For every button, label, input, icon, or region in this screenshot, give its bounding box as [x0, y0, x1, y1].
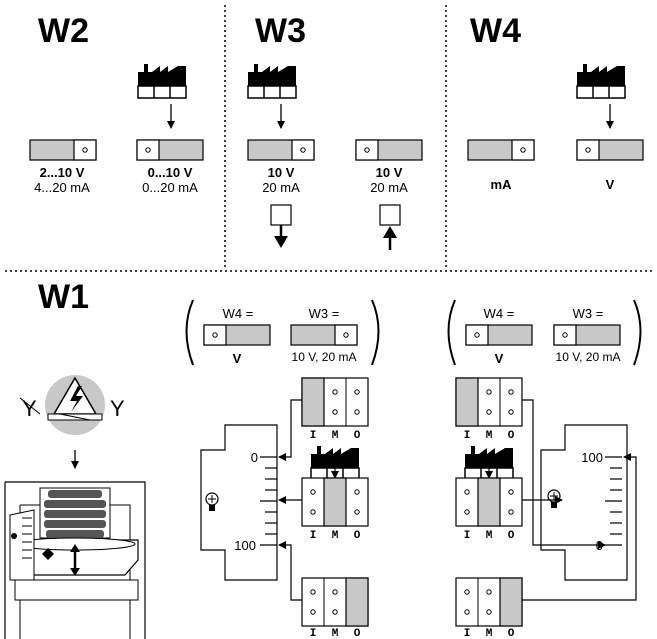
- w2-title: W2: [38, 12, 89, 50]
- right-w3-label: W3 =: [573, 306, 604, 321]
- output-box: [270, 204, 292, 226]
- left-w4-label: W4 =: [223, 306, 254, 321]
- pusher-icon: [576, 63, 626, 99]
- left-mid-imo-o: O: [354, 530, 361, 542]
- w2-switch-a: [29, 139, 97, 161]
- right-connections: [522, 399, 637, 601]
- w2-switch-b-line2: 0...20 mA: [142, 180, 198, 195]
- w3-switch-a-line2: 20 mA: [262, 180, 300, 195]
- w2-switch-a-line2: 4...20 mA: [34, 180, 90, 195]
- pusher-icon: [247, 63, 297, 99]
- right-top-imo-i: I: [464, 430, 471, 442]
- right-top-imo-o: O: [508, 430, 515, 442]
- left-mid-imo-i: I: [310, 530, 317, 542]
- left-bottom-imo-o: O: [354, 628, 361, 639]
- arrow-down-icon: [274, 236, 288, 248]
- left-top-imo-m: M: [332, 430, 339, 442]
- left-w3-switch: [290, 324, 358, 346]
- right-w4-switch: [465, 324, 533, 346]
- right-bottom-imo-m: M: [486, 628, 493, 639]
- right-mid-imo-m: M: [486, 530, 493, 542]
- w4-title: W4: [470, 12, 521, 50]
- w2-switch-b: [136, 139, 204, 161]
- right-w3-switch: [553, 324, 621, 346]
- w2-switch-b-line1: 0...10 V: [148, 165, 193, 180]
- right-scale-top-label: 100: [581, 450, 603, 465]
- device-illustration: [4, 481, 146, 639]
- w3-switch-b-line1: 10 V: [376, 165, 403, 180]
- left-scale-top-label: 0: [251, 450, 258, 465]
- symbol-y-left: Y: [22, 396, 37, 421]
- right-mid-imo-i: I: [464, 530, 471, 542]
- right-w3-value: 10 V, 20 mA: [556, 350, 621, 364]
- left-bottom-imo-m: M: [332, 628, 339, 639]
- w3-switch-a-line1: 10 V: [268, 165, 295, 180]
- w4-switch-a-label: mA: [491, 177, 513, 192]
- left-w4-switch: [203, 324, 271, 346]
- left-bottom-imo-i: I: [310, 628, 317, 639]
- w3-title: W3: [255, 12, 306, 50]
- w4-switch-b: [576, 139, 644, 161]
- right-top-imo-m: M: [486, 430, 493, 442]
- right-bottom-imo-i: I: [464, 628, 471, 639]
- w4-switch-a: [467, 139, 535, 161]
- w3-switch-b: [355, 139, 423, 161]
- strike-mark: [19, 397, 41, 415]
- left-top-imo-o: O: [354, 430, 361, 442]
- left-scale-body: [200, 424, 278, 581]
- w4-switch-b-label: V: [606, 177, 615, 192]
- left-connections: [278, 399, 302, 601]
- left-mid-imo-m: M: [332, 530, 339, 542]
- arrow-up-icon: [383, 226, 397, 238]
- w1-title: W1: [38, 278, 89, 316]
- left-w3-label: W3 =: [309, 306, 340, 321]
- w3-switch-a: [247, 139, 315, 161]
- input-box: [379, 204, 401, 226]
- left-w3-value: 10 V, 20 mA: [292, 350, 357, 364]
- right-bottom-imo-o: O: [508, 628, 515, 639]
- w3-switch-b-line2: 20 mA: [370, 180, 408, 195]
- right-w4-label: W4 =: [484, 306, 515, 321]
- pusher-icon: [137, 63, 187, 99]
- adjust-screw-icon: [205, 492, 219, 511]
- left-scale-bottom-label: 100: [234, 538, 256, 553]
- right-w4-value: V: [495, 351, 504, 366]
- left-scale-ticks: [260, 456, 277, 546]
- right-scale-ticks: [605, 456, 622, 546]
- left-top-imo-i: I: [310, 430, 317, 442]
- right-mid-imo-o: O: [508, 530, 515, 542]
- lightning-icon: [70, 386, 83, 412]
- symbol-y-right: Y: [110, 396, 125, 421]
- w2-switch-a-line1: 2...10 V: [40, 165, 85, 180]
- left-w4-value: V: [233, 351, 242, 366]
